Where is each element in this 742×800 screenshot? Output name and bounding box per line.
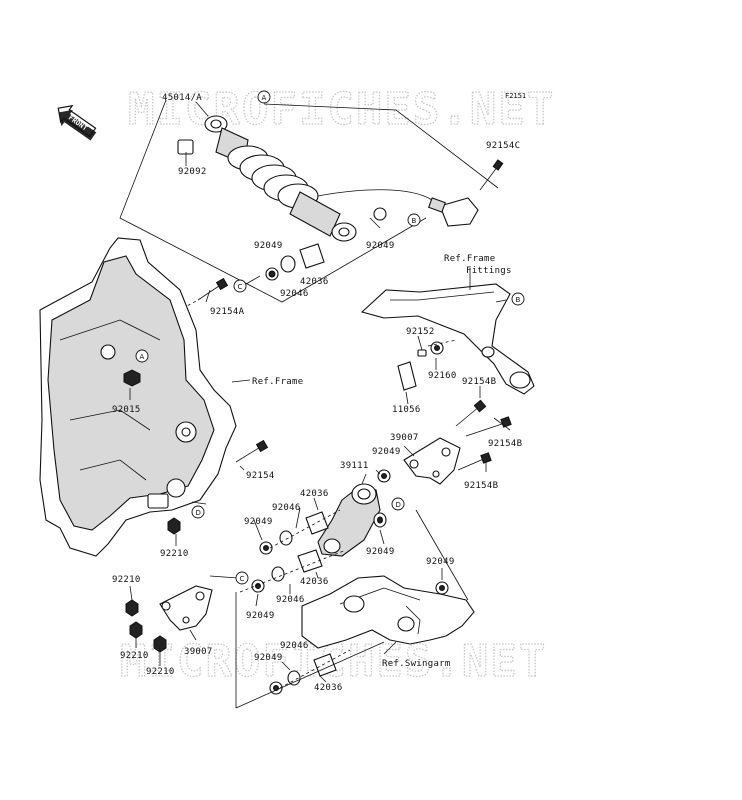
label-92049-g: 92049: [246, 611, 275, 621]
label-92049-a: 92049: [254, 241, 283, 251]
label-92015: 92015: [112, 405, 141, 415]
label-92046-a: 92046: [280, 289, 309, 299]
callout-d-mid: D: [391, 497, 405, 511]
shock-absorber: [119, 99, 499, 303]
label-42036-d: 42036: [314, 683, 343, 693]
label-92046-b: 92046: [272, 503, 301, 513]
label-92154b-a: 92154B: [462, 377, 496, 387]
frame-fitting: [360, 283, 535, 395]
label-42036-b: 42036: [300, 489, 329, 499]
callout-d-frame: D: [191, 505, 205, 519]
label-39007-b: 39007: [184, 647, 213, 657]
label-92049-h: 92049: [254, 653, 283, 663]
bush-set-middle: [259, 509, 341, 555]
label-92154b-b: 92154B: [488, 439, 522, 449]
watermark-top: MICROFICHES.NET: [128, 84, 555, 135]
bolt-92154: [235, 439, 269, 463]
bolt-92154c: [479, 159, 504, 191]
nut-92015: [123, 369, 141, 387]
label-92210-b: 92210: [112, 575, 141, 585]
svg-text:A: A: [140, 353, 145, 361]
label-92152: 92152: [406, 327, 435, 337]
front-arrow-icon: FRONT: [57, 104, 97, 141]
callout-b-fitting: B: [511, 292, 525, 306]
swingarm: [301, 575, 475, 649]
label-92049-d: 92049: [244, 517, 273, 527]
label-92210-a: 92210: [160, 549, 189, 559]
label-42036-c: 42036: [300, 577, 329, 587]
bush-set-lower: [239, 549, 347, 593]
svg-text:D: D: [396, 501, 401, 509]
frame: [39, 237, 237, 557]
label-92210-d: 92210: [146, 667, 175, 677]
callout-b-top: B: [407, 213, 421, 227]
callout-a-top: A: [257, 90, 271, 104]
callout-c-lower: C: [235, 571, 249, 585]
label-39111: 39111: [340, 461, 369, 471]
label-92049-e: 92049: [366, 547, 395, 557]
label-92046-c: 92046: [276, 595, 305, 605]
label-92049-f: 92049: [426, 557, 455, 567]
callout-a-frame: A: [135, 349, 149, 363]
label-92154b-c: 92154B: [464, 481, 498, 491]
label-39007-a: 39007: [390, 433, 419, 443]
diagram-code: F2151: [505, 92, 526, 100]
svg-text:C: C: [238, 283, 243, 291]
label-92092: 92092: [178, 167, 207, 177]
label-ref-frame: Ref.Frame: [252, 377, 303, 387]
label-92210-c: 92210: [120, 651, 149, 661]
label-92049-b: 92049: [366, 241, 395, 251]
callout-c-top: C: [233, 279, 247, 293]
small-parts-mid: [397, 339, 457, 391]
link-plate-39007-upper: [403, 437, 461, 485]
svg-text:C: C: [240, 575, 245, 583]
bush-set-upper: [265, 243, 325, 281]
label-92049-c: 92049: [372, 447, 401, 457]
label-ref-swingarm: Ref.Swingarm: [382, 659, 451, 669]
bolts-92154b: [455, 399, 512, 471]
link-plate-39007-lower: [159, 585, 213, 631]
svg-text:B: B: [412, 217, 417, 225]
label-92046-d: 92046: [280, 641, 309, 651]
label-45014a: 45014/A: [162, 93, 202, 103]
label-92154a: 92154A: [210, 307, 245, 317]
label-ref-frame-fittings-1: Ref.Frame: [444, 254, 495, 264]
rocker-arm-39111: [317, 483, 381, 557]
svg-text:B: B: [516, 296, 521, 304]
svg-text:D: D: [196, 509, 201, 517]
svg-text:A: A: [262, 94, 267, 102]
label-42036-a: 42036: [300, 277, 329, 287]
label-92154: 92154: [246, 471, 275, 481]
label-ref-frame-fittings-2: Fittings: [466, 266, 512, 276]
nuts-92210: [125, 517, 181, 653]
label-92154c: 92154C: [486, 141, 520, 151]
label-11056: 11056: [392, 405, 421, 415]
leader-lines: [129, 101, 511, 709]
label-92160: 92160: [428, 371, 457, 381]
